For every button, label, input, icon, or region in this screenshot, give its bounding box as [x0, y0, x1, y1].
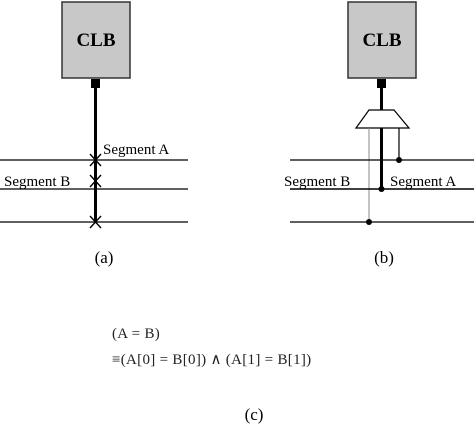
- switch-cross: [89, 174, 102, 188]
- demux-block: [354, 109, 411, 129]
- segment-a-label-b: Segment A: [390, 174, 456, 190]
- segment-b-label-a: Segment B: [4, 174, 70, 190]
- segment-b-label-b: Segment B: [284, 174, 350, 190]
- panel-a: CLB Segment A Segment B (a): [0, 1, 188, 267]
- clb-label-b: CLB: [362, 30, 401, 51]
- output-pin-a: [91, 79, 100, 88]
- switch-cross: [89, 153, 102, 167]
- caption-a: (a): [95, 248, 114, 267]
- equation-line-2: ≡(A[0] = B[0]) ∧ (A[1] = B[1]): [112, 352, 312, 368]
- junction-dot: [396, 157, 402, 163]
- equation-line-1: (A = B): [112, 326, 161, 342]
- clb-block-a: [61, 1, 131, 79]
- caption-b: (b): [374, 248, 394, 267]
- junction-dot: [378, 186, 385, 192]
- panel-b: CLB Segment B Segment A (b): [284, 1, 474, 267]
- caption-c: (c): [245, 405, 264, 424]
- switch-cross: [89, 215, 102, 229]
- segment-a-label-a: Segment A: [103, 142, 169, 158]
- output-pin-b: [377, 79, 386, 88]
- clb-block-b: [347, 1, 417, 79]
- junction-dot: [366, 219, 372, 225]
- clb-label-a: CLB: [76, 30, 115, 51]
- switch-crosses-a: [89, 153, 102, 229]
